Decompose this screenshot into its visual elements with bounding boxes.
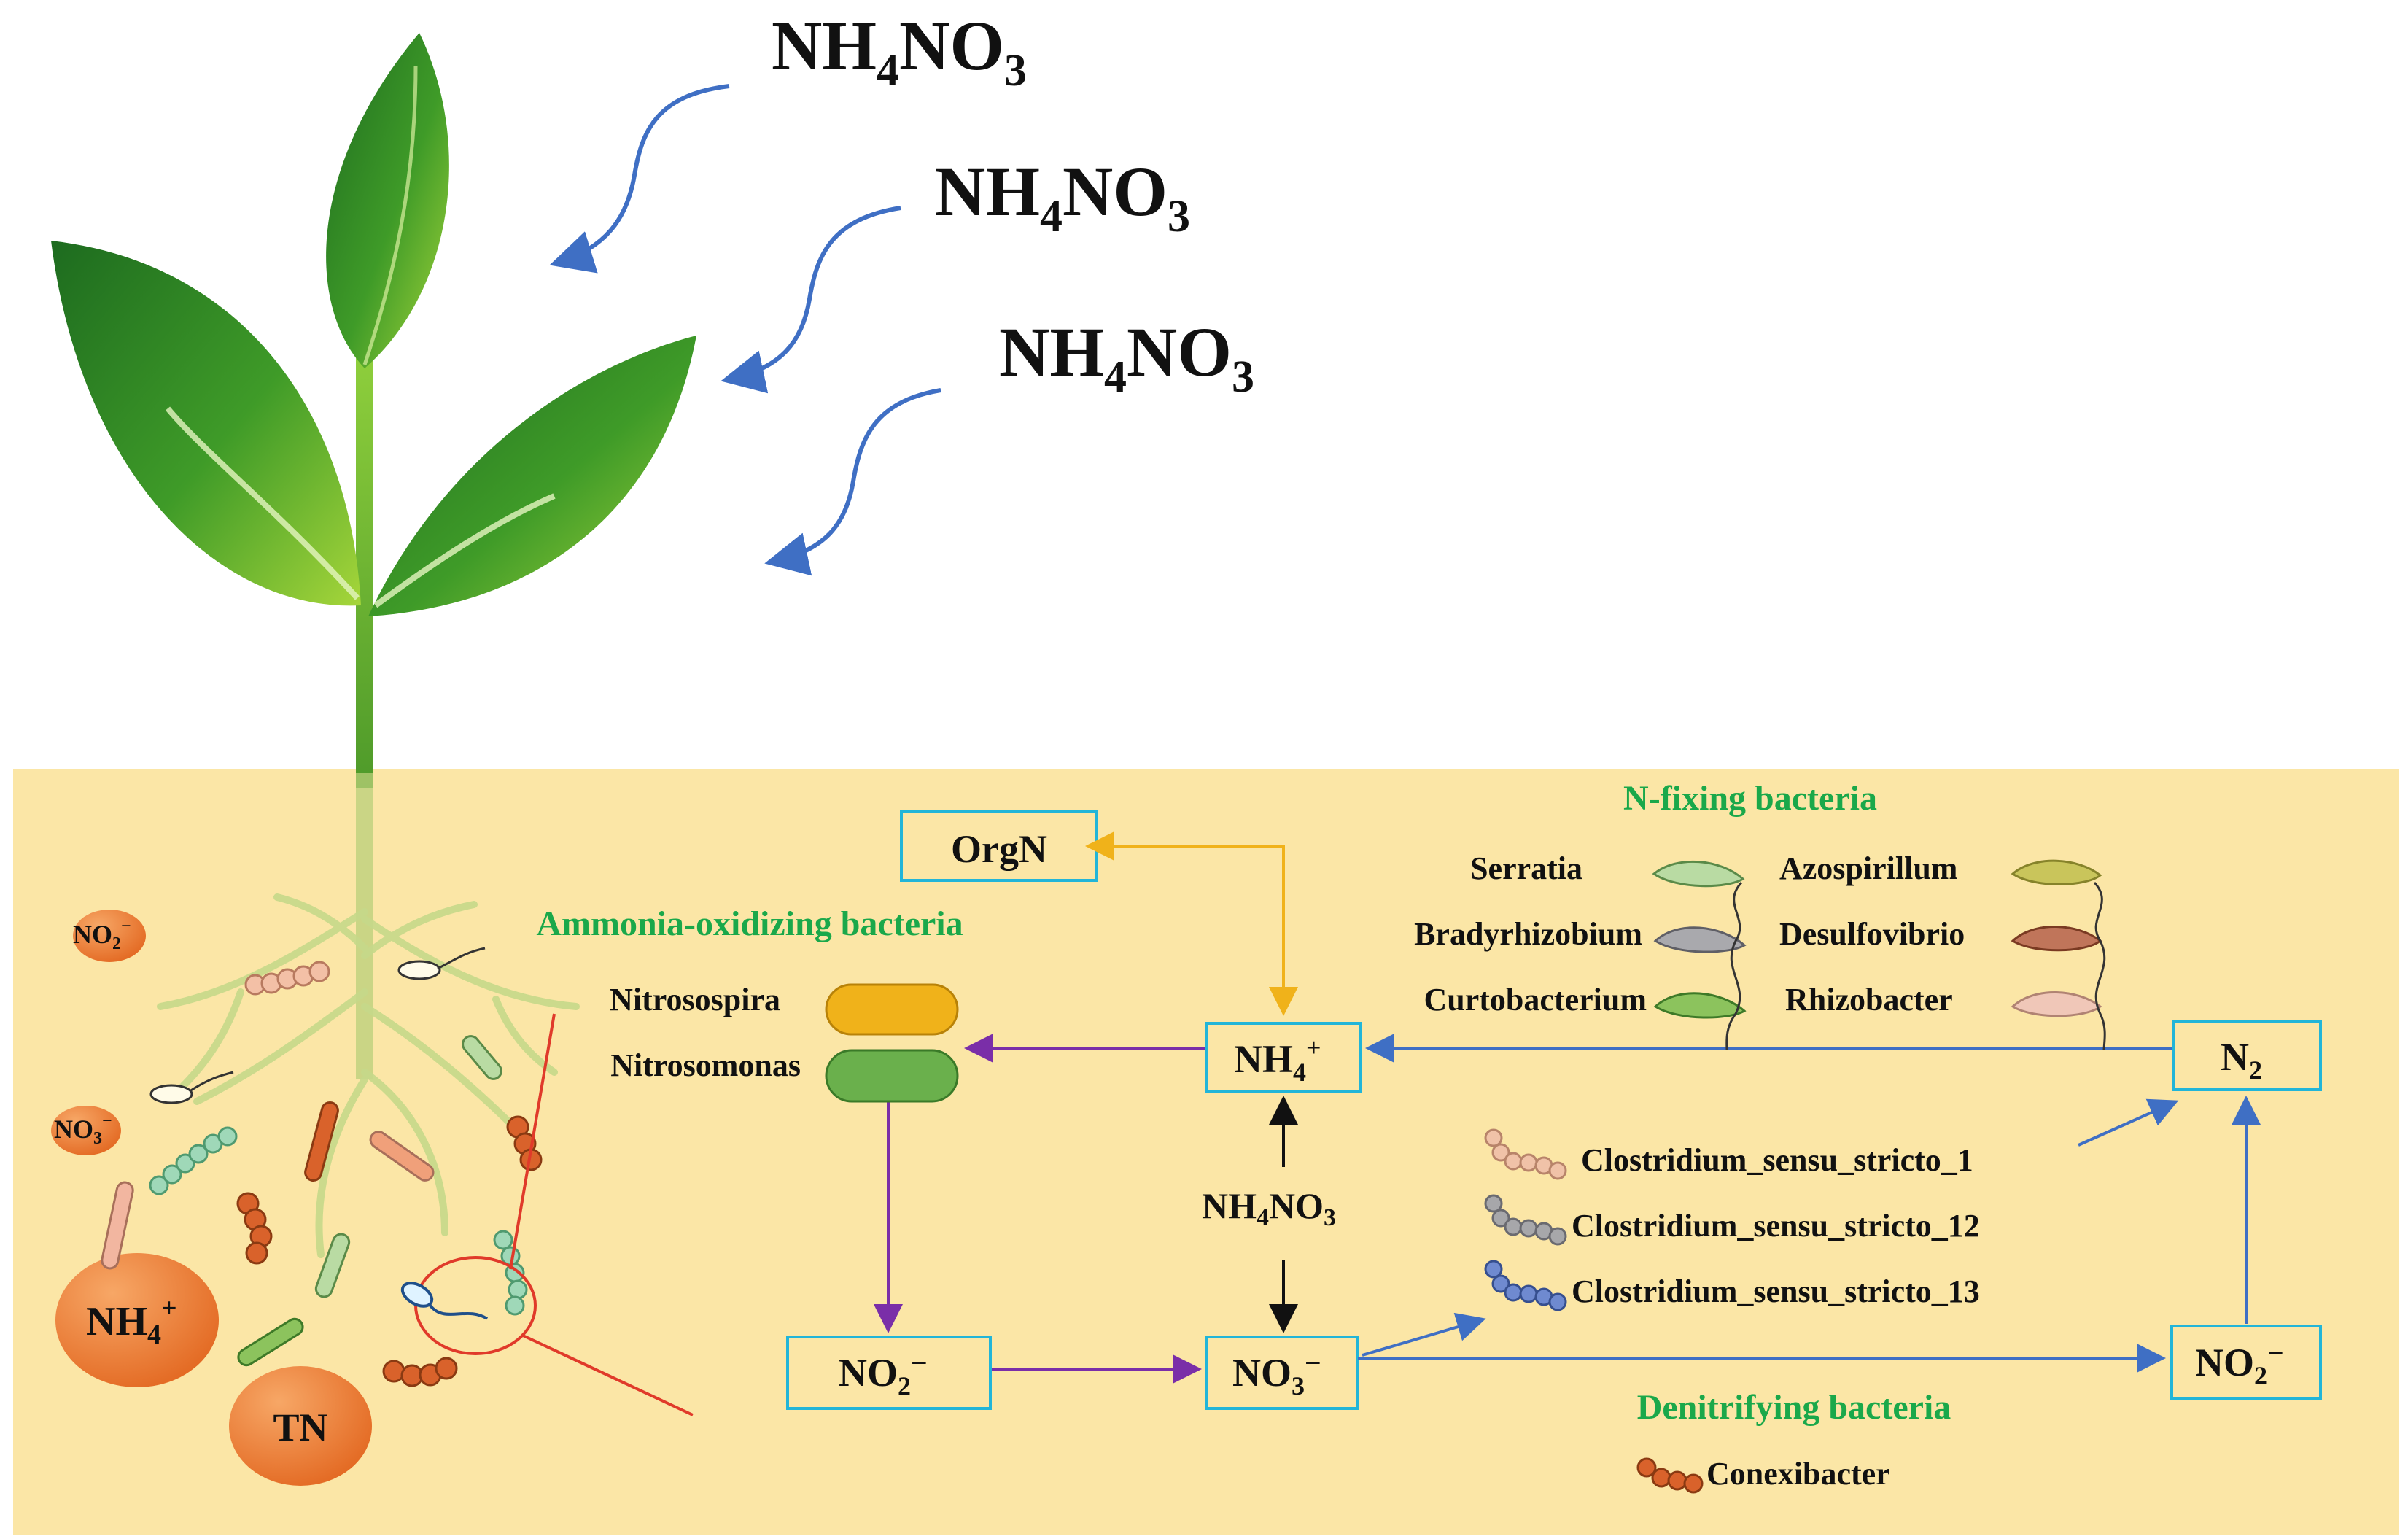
aob-taxon-label: Nitrosospira [610,982,780,1017]
clostridium-chain [1484,1260,1567,1311]
n-fixing-heading: N-fixing bacteria [1623,779,1877,818]
n2-box-label: N2 [2221,1035,2262,1085]
arrow-clostridium-n2 [2078,1098,2179,1147]
clostridium-label: Clostridium_sensu_stricto_12 [1572,1208,1980,1244]
fertilizer-label: NH4NO3 [935,152,1190,241]
clostridium-group: Clostridium_sensu_stricto_1 Clostridium_… [1484,1128,1980,1311]
clostridium-label: Clostridium_sensu_stricto_1 [1581,1142,1973,1178]
nh4-box-label: NH4+ [1234,1033,1321,1087]
cycle-arrows [874,831,2261,1384]
soil-nutrients: NO2− NO3− NH4+ TN [51,910,372,1486]
arrow-orgn-nh4 [1085,831,1298,1016]
n-fixing-taxon-label: Serratia [1470,850,1582,886]
n-fixing-cell [2011,859,2102,885]
aob-heading: Ammonia-oxidizing bacteria [536,904,963,943]
no2-bubble [73,910,146,962]
fertilizer-label: NH4NO3 [772,7,1027,96]
n-fixing-cell [1653,926,1747,953]
fertilizer-application: NH4NO3 NH4NO3 NH4NO3 [549,7,1254,576]
fertilizer-arrow [721,206,901,394]
aob-group: Nitrosospira Nitrosomonas [610,982,959,1103]
no3-bubble [51,1106,121,1155]
tn-label: TN [273,1406,327,1449]
plant-illustration [51,33,696,1258]
clostridium-chain [1484,1194,1567,1246]
clostridium-chain [1484,1128,1567,1180]
n2-box [2172,1020,2322,1091]
no3-box-label: NO3− [1232,1346,1321,1400]
nh4-box [1205,1022,1362,1093]
aob-taxon-pill [825,1049,959,1103]
aob-taxon-label: Nitrosomonas [610,1047,801,1083]
n-fixing-cell [1653,992,1747,1019]
n-fixing-taxon-label: Azospirillum [1779,850,1957,886]
orgn-label: OrgN [951,827,1047,871]
n-fixing-group: Serratia Bradyrhizobium Curtobacterium A… [1414,850,2106,1051]
n-fixing-cell [2011,991,2102,1017]
conexibacter-group: Conexibacter [1636,1456,1890,1494]
no2-right-box [2170,1325,2322,1400]
n-fixing-taxon-label: Curtobacterium [1424,982,1647,1017]
no2-left-box [786,1336,992,1410]
nh4-bubble [55,1253,219,1387]
mid-fertilizer-label: NH4NO3 [1202,1185,1336,1231]
denitrifying-heading: Denitrifying bacteria [1637,1388,1951,1427]
root-microbes [101,947,694,1416]
conexibacter-label: Conexibacter [1706,1456,1890,1492]
svg-text:NO2−: NO2− [73,917,131,953]
no3-box [1205,1336,1359,1410]
fertilizer-label: NH4NO3 [999,313,1254,402]
cycle-nodes: OrgN NH4+ N2 NO2− NO3− NO2− [786,810,2322,1410]
fertilizer-arrow [549,84,730,274]
fertilizer-arrow [764,388,941,576]
n-fixing-taxon-label: Rhizobacter [1785,982,1953,1017]
no2-right-label: NO2− [2195,1336,2284,1390]
clostridium-label: Clostridium_sensu_stricto_13 [1572,1274,1980,1309]
n-fixing-taxon-label: Desulfovibrio [1779,916,1965,952]
tn-bubble [229,1366,372,1486]
aob-taxon-pill [825,983,959,1036]
arrow-no3-clostridium [1362,1312,1486,1357]
svg-text:NH4+: NH4+ [86,1293,177,1350]
n-fixing-taxon-label: Bradyrhizobium [1414,916,1642,952]
no2-left-label: NO2− [839,1346,928,1400]
n-fixing-cell [1652,860,1745,888]
svg-text:NO3−: NO3− [54,1112,112,1148]
